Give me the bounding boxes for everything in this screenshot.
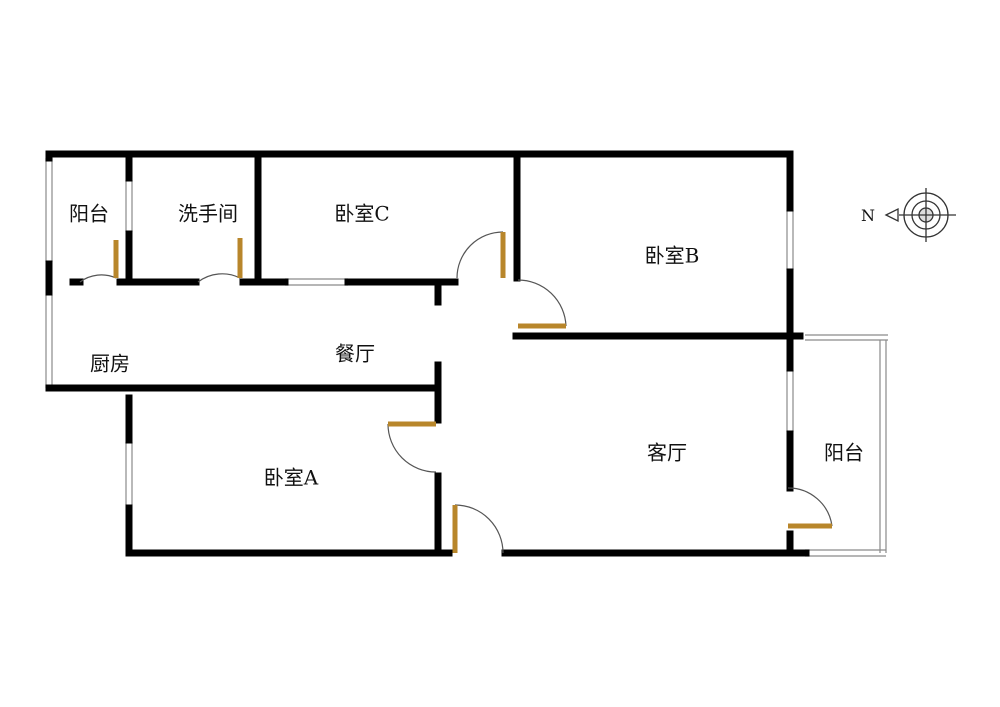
window-bedroom-b-east bbox=[786, 210, 794, 270]
window-kitchen-west bbox=[45, 295, 53, 388]
room-label-dining: 餐厅 bbox=[335, 341, 375, 366]
compass-icon bbox=[884, 188, 956, 242]
windows bbox=[45, 158, 888, 557]
door-bedroom-b bbox=[517, 279, 567, 329]
door-balcony-east bbox=[787, 487, 833, 529]
room-label-bedroom-b: 卧室B bbox=[644, 243, 700, 268]
door-balcony-nw bbox=[79, 240, 119, 283]
room-label-washroom: 洗手间 bbox=[178, 201, 238, 226]
doors bbox=[79, 231, 833, 554]
room-label-living: 客厅 bbox=[647, 440, 687, 465]
compass-north-label: N bbox=[861, 206, 875, 225]
room-label-balcony-nw: 阳台 bbox=[69, 201, 109, 226]
room-label-kitchen: 厨房 bbox=[90, 351, 130, 376]
window-bedroom-c-south bbox=[285, 278, 348, 286]
window-bedroom-a-west bbox=[125, 442, 133, 505]
window-washroom-west bbox=[125, 180, 133, 232]
window-balcony-east bbox=[805, 334, 888, 557]
door-bedroom-c bbox=[456, 231, 506, 279]
window-living-east bbox=[786, 370, 794, 432]
door-bedroom-a bbox=[387, 421, 437, 473]
room-label-bedroom-c: 卧室C bbox=[334, 201, 390, 226]
door-entrance bbox=[452, 504, 504, 554]
door-washroom bbox=[197, 238, 243, 283]
walls bbox=[45, 150, 810, 557]
room-label-bedroom-a: 卧室A bbox=[263, 465, 319, 490]
window-balcony-west bbox=[45, 158, 53, 262]
room-label-balcony-east: 阳台 bbox=[824, 440, 864, 465]
